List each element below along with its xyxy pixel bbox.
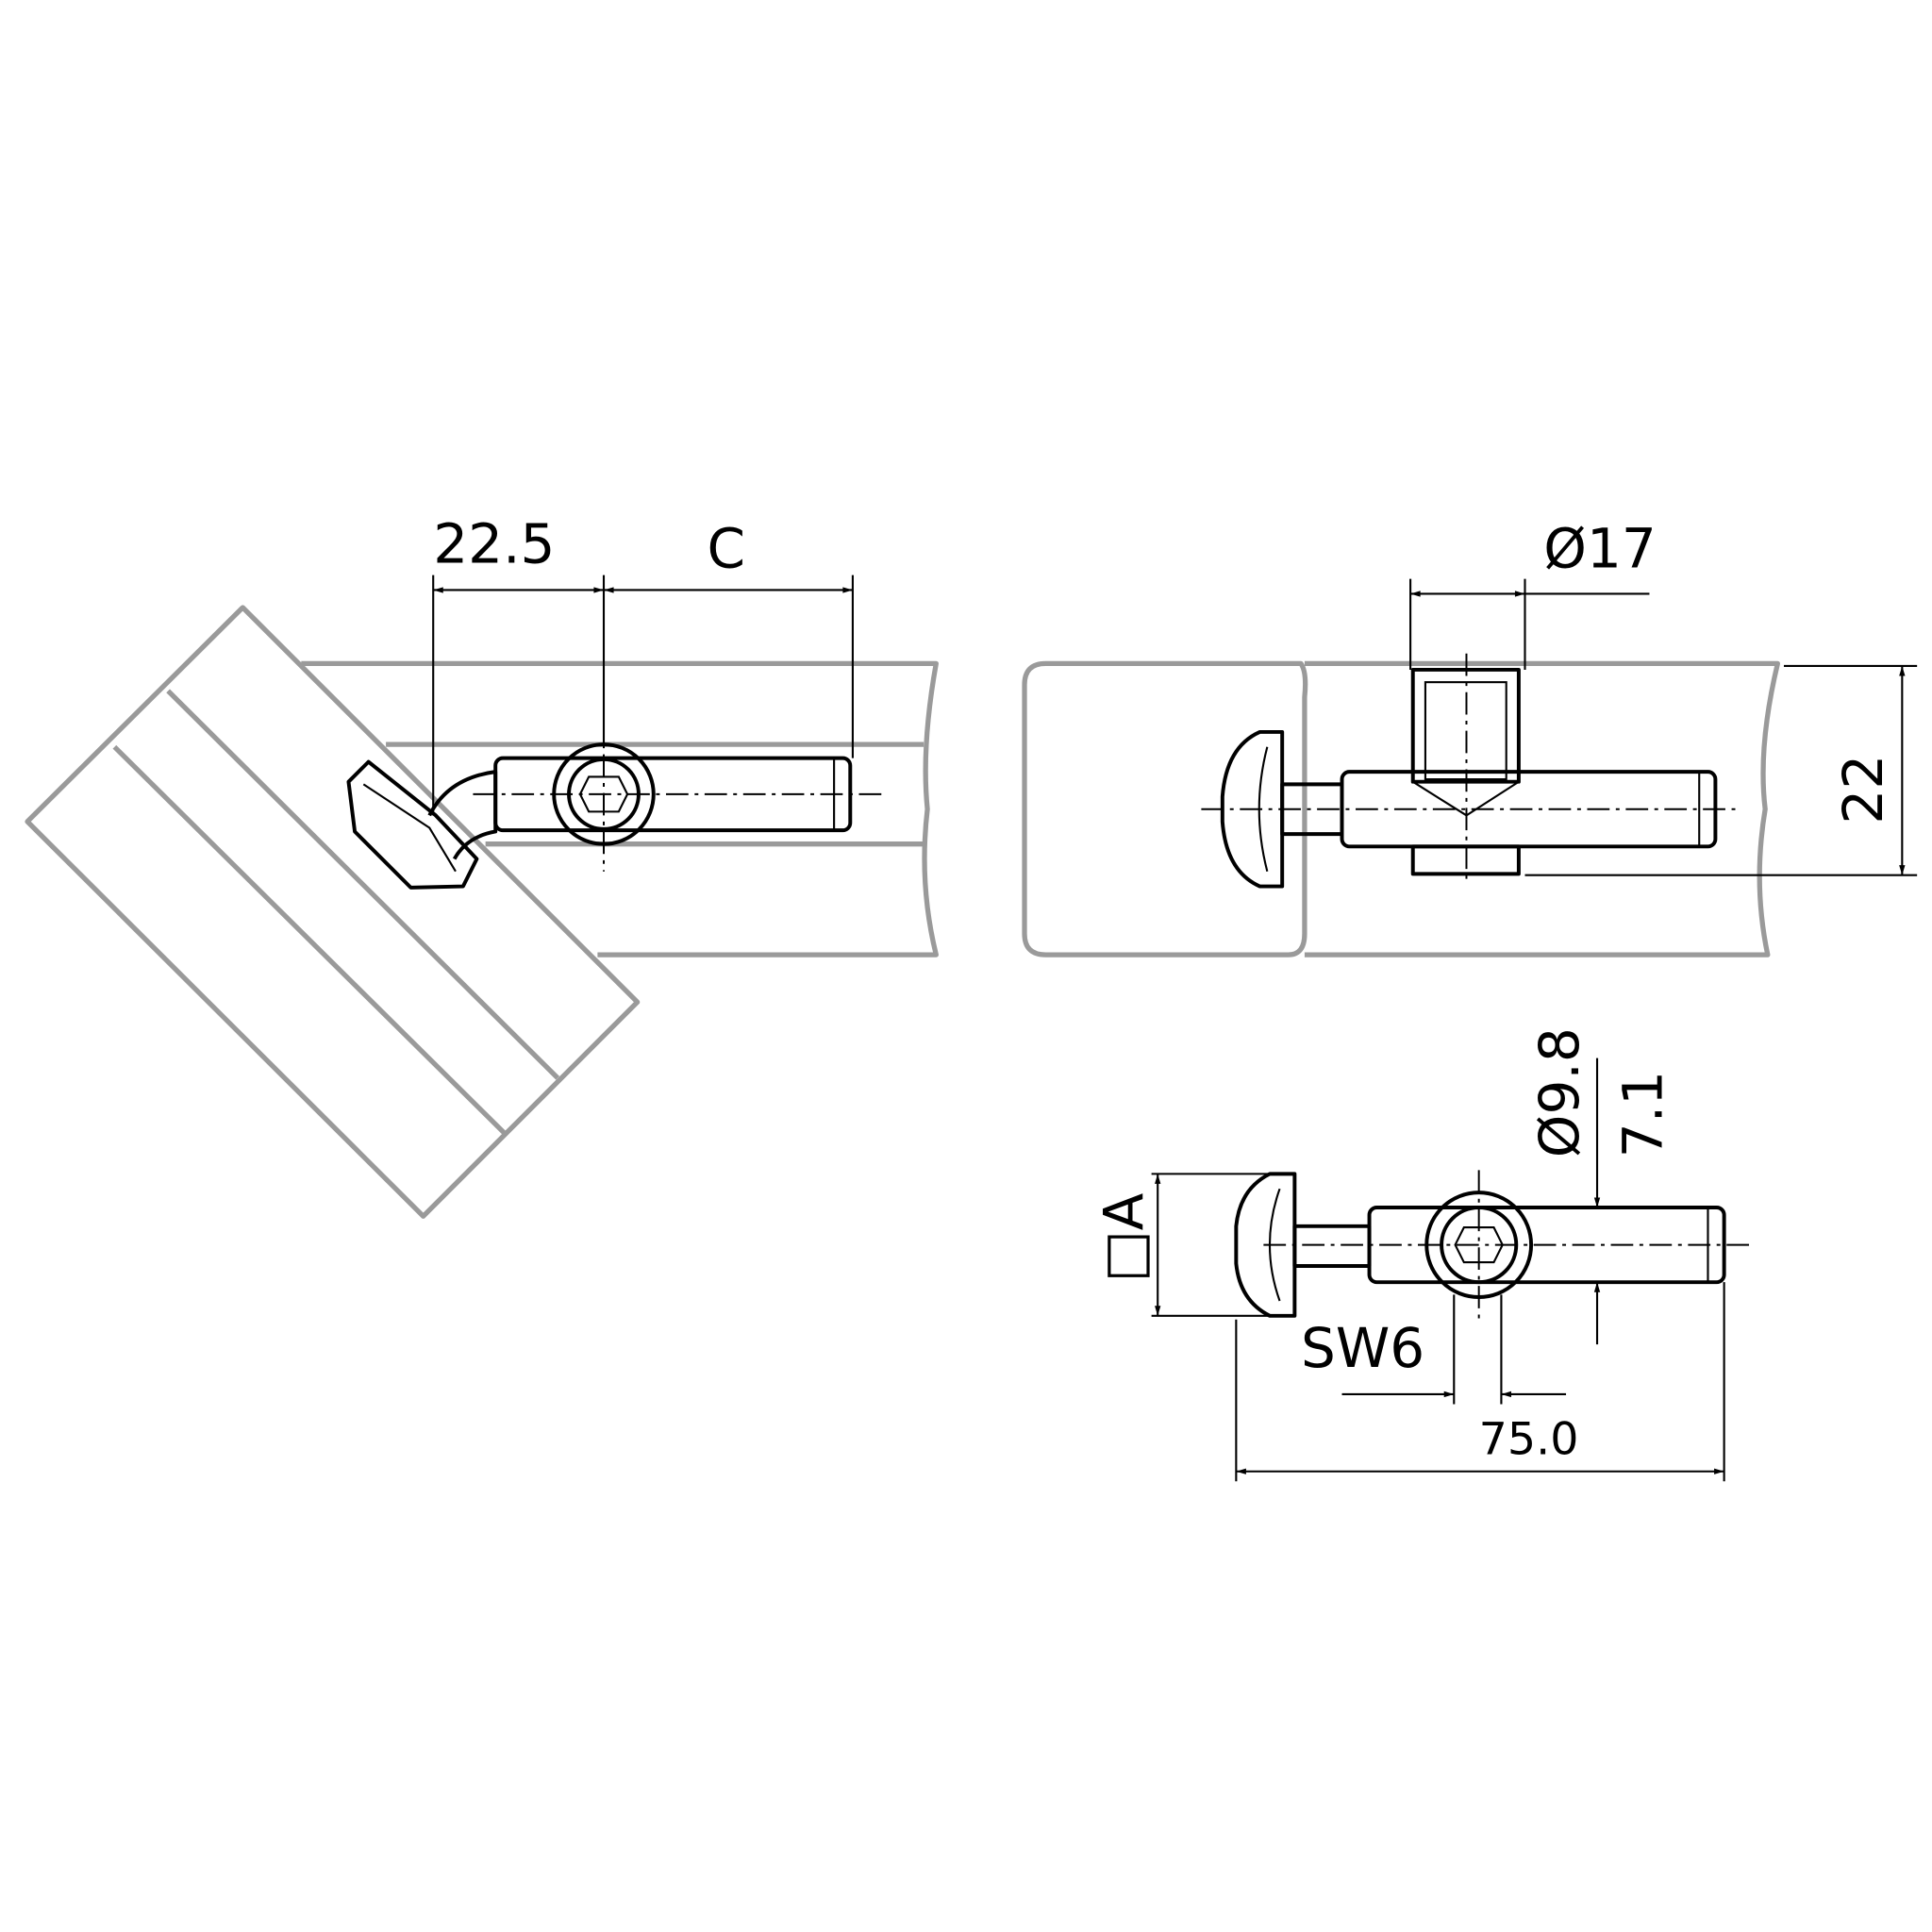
dimension-square-a: □A: [1091, 1173, 1295, 1317]
straight-connection-view: Ø17 22: [1022, 517, 1918, 958]
dimension-label-sw6: SW6: [1301, 1316, 1424, 1380]
dimension-label-square-a: □A: [1091, 1192, 1156, 1282]
angled-connection-view: 22.5 C: [25, 511, 939, 1219]
dimension-diameter-9-8: Ø9.8 7.1: [1527, 1027, 1675, 1345]
dimension-label-22-5: 22.5: [433, 511, 555, 575]
connector-straight: [1201, 653, 1737, 889]
dimension-17: Ø17: [1409, 517, 1657, 670]
dimension-label-diameter-17: Ø17: [1543, 517, 1657, 581]
dimension-label-c: C: [708, 517, 746, 581]
connector-angled: [346, 715, 884, 890]
dimension-label-22: 22: [1831, 755, 1895, 824]
angled-profile: [25, 605, 641, 1219]
dimension-label-diameter-9-8: Ø9.8: [1527, 1027, 1591, 1158]
dimension-label-diameter-7-1: 7.1: [1611, 1071, 1675, 1158]
connector-detail-view: □A Ø9.8 7.1 SW6 75.0: [1091, 1027, 1750, 1482]
dimension-sw6: SW6: [1301, 1294, 1567, 1405]
dimension-75: 75.0: [1235, 1282, 1725, 1482]
dimension-22: 22: [1524, 664, 1918, 876]
dimension-22-5: 22.5 C: [432, 511, 854, 816]
horizontal-profile: [301, 660, 939, 958]
dimension-label-75: 75.0: [1479, 1413, 1579, 1465]
